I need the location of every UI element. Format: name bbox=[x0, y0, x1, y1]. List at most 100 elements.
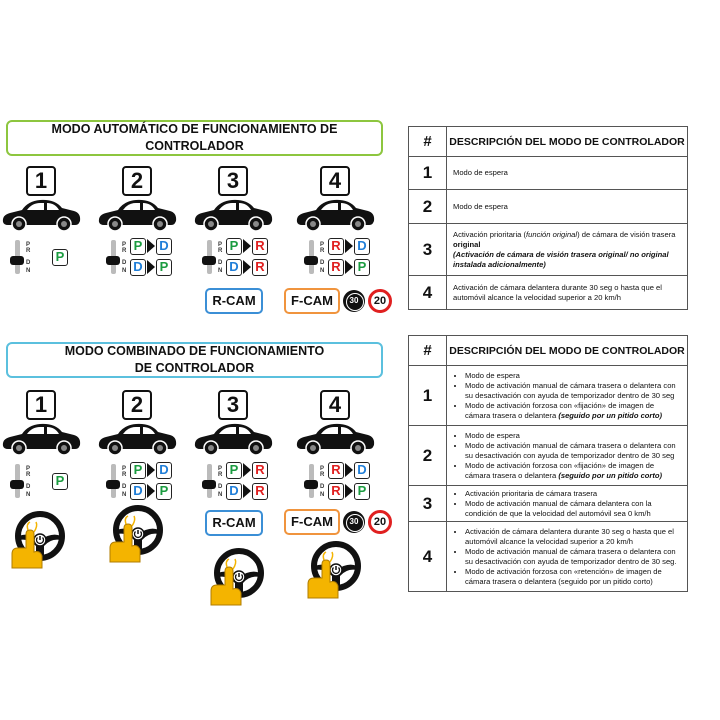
display-r: R bbox=[328, 483, 344, 500]
row-number: 2 bbox=[408, 189, 447, 224]
arrow-right-icon bbox=[345, 239, 353, 253]
list-item: Modo de activación manual de cámara dela… bbox=[465, 499, 681, 519]
timer-icon: 30 bbox=[343, 511, 365, 533]
auto-mode-3: 3 P R D R bbox=[192, 166, 274, 276]
list-item: Activación de cámara delantera durante 3… bbox=[465, 527, 681, 547]
table-row: 2 Modo de espera bbox=[408, 189, 688, 224]
gear-shifter-icon bbox=[200, 462, 226, 500]
list-item: Activación prioritaria de cámara trasera bbox=[465, 489, 681, 499]
row-description: Modo de espera Modo de activación manual… bbox=[446, 425, 688, 486]
auto-mode-4: 4 R D R P bbox=[294, 166, 376, 276]
gear-shifter-icon bbox=[302, 462, 328, 500]
row-description: Modo de espera Modo de activación manual… bbox=[446, 365, 688, 426]
list-item: Modo de activación manual de cámara tras… bbox=[465, 547, 681, 567]
display-grid: P R D R bbox=[226, 462, 274, 502]
desc-bold: original bbox=[453, 239, 481, 249]
gear-shifter-icon bbox=[200, 238, 226, 276]
display-grid: P bbox=[34, 462, 82, 502]
display-p: P bbox=[354, 483, 370, 500]
header-hash: # bbox=[408, 335, 447, 366]
arrow-right-icon bbox=[243, 463, 251, 477]
car-icon bbox=[0, 196, 82, 232]
list-item: Modo de espera bbox=[465, 431, 681, 441]
list-item: Modo de activación forzosa con «retenció… bbox=[465, 567, 681, 587]
table-row: 1 Modo de espera Modo de activación manu… bbox=[408, 365, 688, 426]
automatic-mode-table: # DESCRIPCIÓN DEL MODO DE CONTROLADOR 1 … bbox=[408, 126, 688, 310]
display-grid: R D R P bbox=[328, 238, 376, 278]
steering-wheel-icon bbox=[302, 540, 364, 600]
row-number: 1 bbox=[408, 365, 447, 426]
car-icon bbox=[0, 420, 82, 456]
steering-wheel-icon bbox=[104, 504, 166, 564]
arrow-right-icon bbox=[147, 260, 155, 274]
car-icon bbox=[294, 420, 376, 456]
display-d: D bbox=[130, 259, 146, 276]
arrow-right-icon bbox=[243, 484, 251, 498]
row-number: 4 bbox=[408, 521, 447, 592]
display-d: D bbox=[354, 238, 370, 255]
mode-number: 4 bbox=[320, 390, 350, 420]
combined-mode-1: 1 P bbox=[0, 390, 82, 500]
automatic-mode-title: MODO AUTOMÁTICO DE FUNCIONAMIENTO DE CON… bbox=[6, 120, 383, 156]
list-item-note: (seguido por un pitido corto) bbox=[558, 410, 663, 420]
list-item: Modo de activación forzosa con «fijación… bbox=[465, 461, 681, 481]
list-item: Modo de espera bbox=[465, 371, 681, 381]
rcam-label: R-CAM bbox=[205, 510, 263, 536]
display-p: P bbox=[226, 238, 242, 255]
display-d: D bbox=[130, 483, 146, 500]
row-description: Activación de cámara delantera durante 3… bbox=[446, 275, 688, 310]
car-icon bbox=[294, 196, 376, 232]
display-r: R bbox=[328, 238, 344, 255]
table-row: 3 Activación prioritaria (función origin… bbox=[408, 223, 688, 276]
row-description: Modo de espera bbox=[446, 189, 688, 224]
display-r: R bbox=[252, 483, 268, 500]
auto-mode-1: 1 P bbox=[0, 166, 82, 276]
mode-number: 3 bbox=[218, 166, 248, 196]
header-hash: # bbox=[408, 126, 447, 157]
display-p: P bbox=[156, 259, 172, 276]
display-d: D bbox=[156, 238, 172, 255]
fcam-label: F-CAM bbox=[284, 509, 340, 535]
display-d: D bbox=[354, 462, 370, 479]
display-d: D bbox=[226, 259, 242, 276]
display-r: R bbox=[328, 462, 344, 479]
desc-italic: función original bbox=[526, 229, 578, 239]
combined-mode-title: MODO COMBINADO DE FUNCIONAMIENTO DE CONT… bbox=[6, 342, 383, 378]
car-icon bbox=[192, 420, 274, 456]
display-r: R bbox=[328, 259, 344, 276]
desc-note: instalada adicionalmente) bbox=[453, 259, 546, 269]
row-description: Activación de cámara delantera durante 3… bbox=[446, 521, 688, 592]
list-item-text: Modo de activación forzosa con «fijación… bbox=[465, 400, 655, 420]
table-row: 1 Modo de espera bbox=[408, 156, 688, 190]
list-item-note: (seguido por un pitido corto) bbox=[558, 470, 663, 480]
gear-shifter-icon bbox=[302, 238, 328, 276]
arrow-right-icon bbox=[345, 260, 353, 274]
row-number: 3 bbox=[408, 485, 447, 522]
gear-shifter-icon bbox=[8, 238, 34, 276]
automatic-mode-title-line1: MODO AUTOMÁTICO DE FUNCIONAMIENTO DE bbox=[51, 122, 338, 136]
display-grid: P bbox=[34, 238, 82, 278]
display-grid: P R D R bbox=[226, 238, 274, 278]
combined-mode-4: 4 R D R P bbox=[294, 390, 376, 500]
display-p: P bbox=[130, 462, 146, 479]
table-row: 4 Activación de cámara delantera durante… bbox=[408, 521, 688, 592]
display-grid: P D D P bbox=[130, 462, 178, 502]
table-row: 3 Activación prioritaria de cámara trase… bbox=[408, 485, 688, 522]
row-description: Activación prioritaria (función original… bbox=[446, 223, 688, 276]
steering-wheel-icon bbox=[6, 510, 68, 570]
arrow-right-icon bbox=[147, 484, 155, 498]
display-p: P bbox=[130, 238, 146, 255]
table-header-row: # DESCRIPCIÓN DEL MODO DE CONTROLADOR bbox=[408, 335, 688, 366]
row-description: Modo de espera bbox=[446, 156, 688, 190]
row-number: 4 bbox=[408, 275, 447, 310]
auto-mode-2: 2 P D D P bbox=[96, 166, 178, 276]
list-item: Modo de activación manual de cámara tras… bbox=[465, 381, 681, 401]
display-d: D bbox=[156, 462, 172, 479]
combined-mode-title-line2: DE CONTROLADOR bbox=[134, 361, 255, 375]
mode-number: 3 bbox=[218, 390, 248, 420]
combined-mode-title-line1: MODO COMBINADO DE FUNCIONAMIENTO bbox=[64, 344, 325, 358]
table-row: 4 Activación de cámara delantera durante… bbox=[408, 275, 688, 310]
mode-number: 1 bbox=[26, 390, 56, 420]
car-icon bbox=[96, 420, 178, 456]
speed-limit-icon: 20 bbox=[368, 289, 392, 313]
